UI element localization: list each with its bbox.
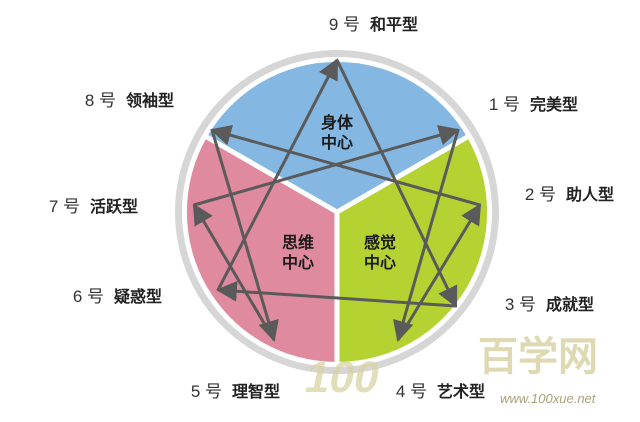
type-label-9: 9 号 和平型	[329, 15, 418, 34]
type-name: 完美型	[530, 95, 578, 114]
type-name: 疑惑型	[114, 287, 162, 306]
type-name: 领袖型	[126, 91, 174, 110]
sector-divider	[335, 133, 471, 215]
type-number: 4 号	[396, 382, 427, 401]
type-label-8: 8 号 领袖型	[85, 91, 174, 110]
type-number: 2 号	[525, 185, 556, 204]
type-name: 活跃型	[90, 197, 138, 216]
connection-line	[193, 125, 461, 207]
connection-line	[215, 280, 457, 308]
connection-line	[396, 203, 482, 341]
connection-line	[216, 58, 339, 291]
connection-line	[192, 203, 276, 341]
type-name: 理智型	[232, 382, 280, 401]
type-label-3: 3 号 成就型	[505, 295, 594, 314]
heart-center-label-line2: 中心	[364, 253, 396, 272]
heart-center-label-line1: 感觉	[364, 233, 396, 252]
type-number: 6 号	[73, 287, 104, 306]
type-label-2: 2 号 助人型	[525, 185, 614, 204]
type-label-5: 5 号 理智型	[191, 382, 280, 401]
body-center-label-line1: 身体	[321, 113, 354, 132]
enneagram-lines	[192, 58, 482, 343]
type-number: 9 号	[329, 15, 360, 34]
head-center-label-line1: 思维	[282, 233, 314, 252]
type-name: 艺术型	[437, 382, 485, 401]
connection-line	[209, 124, 481, 207]
type-number: 5 号	[191, 382, 222, 401]
type-name: 助人型	[566, 185, 614, 204]
type-label-7: 7 号 活跃型	[49, 197, 138, 216]
connection-line	[210, 129, 279, 343]
watermark-logo: 100	[301, 353, 385, 401]
head-center-label-line2: 中心	[282, 253, 314, 272]
type-number: 8 号	[85, 91, 116, 110]
watermark-text: 百学网	[478, 335, 598, 379]
type-number: 1 号	[489, 95, 520, 114]
type-label-4: 4 号 艺术型	[396, 382, 485, 401]
type-name: 成就型	[546, 295, 594, 314]
connection-line	[393, 129, 460, 343]
type-name: 和平型	[370, 15, 418, 34]
watermark-url: www.100xue.net	[500, 391, 597, 406]
body-center-label-line2: 中心	[321, 133, 353, 152]
type-number: 7 号	[49, 197, 80, 216]
type-label-1: 1 号 完美型	[489, 95, 578, 114]
type-number: 3 号	[505, 295, 536, 314]
sector-divider	[203, 133, 339, 215]
type-label-6: 6 号 疑惑型	[73, 287, 162, 306]
watermark: 100 百学网 www.100xue.net	[301, 335, 598, 406]
